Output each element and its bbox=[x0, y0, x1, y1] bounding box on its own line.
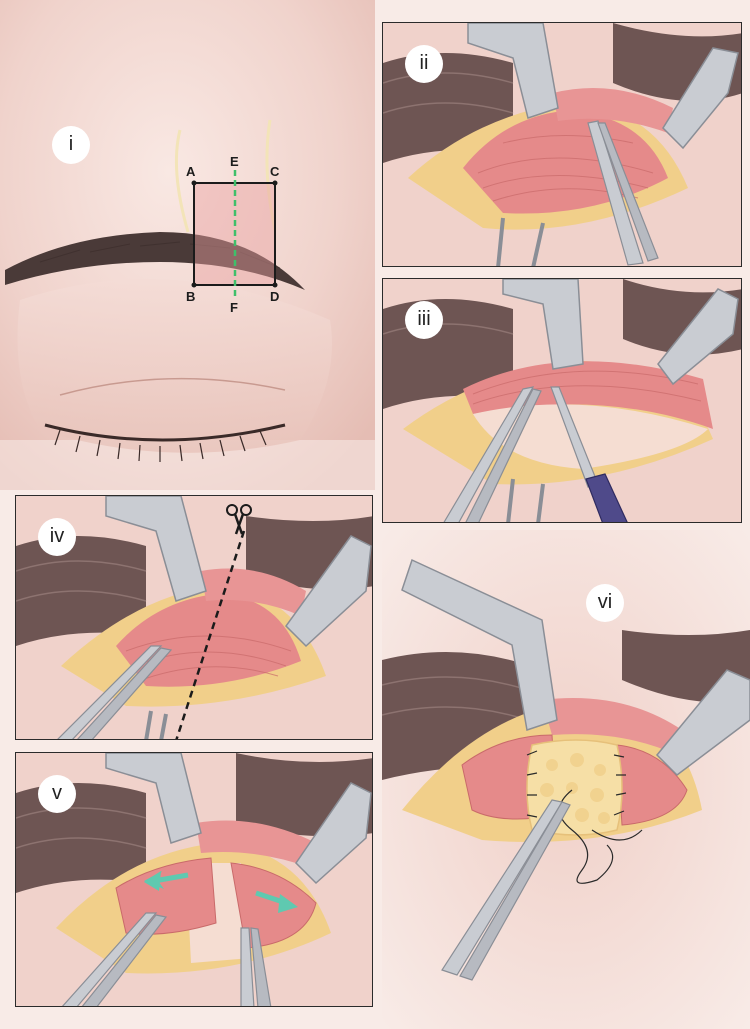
arrow-icon bbox=[144, 871, 189, 891]
panel-label-v: v bbox=[38, 775, 76, 813]
panel-label-ii: ii bbox=[405, 45, 443, 83]
panel-iv: iv bbox=[15, 495, 373, 740]
panel-vi-illustration bbox=[382, 530, 750, 1029]
panel-label-iv: iv bbox=[38, 518, 76, 556]
panel-label-vi: vi bbox=[586, 584, 624, 622]
point-label-e: E bbox=[230, 154, 239, 169]
point-label-a: A bbox=[186, 164, 196, 179]
panel-iii: iii bbox=[382, 278, 742, 523]
scissors-icon bbox=[226, 504, 252, 535]
panel-v-illustration bbox=[16, 753, 372, 1006]
point-label-c: C bbox=[270, 164, 280, 179]
point-label-b: B bbox=[186, 289, 196, 304]
panel-ii: ii bbox=[382, 22, 742, 267]
point-label-d: D bbox=[270, 289, 280, 304]
arrow-icon bbox=[255, 890, 298, 913]
panel-v: v bbox=[15, 752, 373, 1007]
point-label-f: F bbox=[230, 300, 238, 315]
panel-label-iii: iii bbox=[405, 301, 443, 339]
panel-label-i: i bbox=[52, 126, 90, 164]
